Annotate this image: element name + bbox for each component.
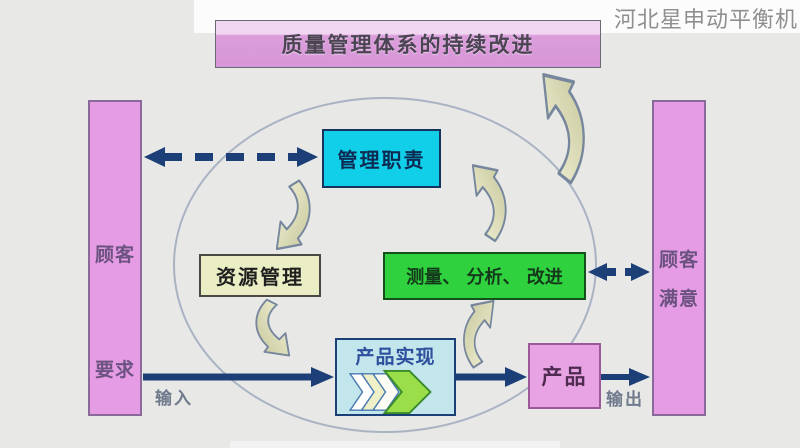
customer-satisfaction-bar: 顾客 满意 bbox=[652, 100, 706, 416]
banner-title: 质量管理体系的持续改进 bbox=[281, 33, 535, 57]
management-responsibility-box: 管理职责 bbox=[322, 129, 441, 188]
product-box: 产品 bbox=[528, 343, 601, 409]
customer-requirements-bar: 顾客 要求 bbox=[88, 100, 142, 416]
cycle-arrow-resource-to-realization-icon bbox=[252, 296, 314, 358]
input-label: 输入 bbox=[155, 389, 193, 409]
cycle-arrow-to-banner-icon bbox=[513, 70, 589, 190]
watermark-text: 河北星申动平衡机 bbox=[613, 8, 798, 33]
customer-label: 顾客 bbox=[94, 244, 135, 266]
measurement-analysis-improvement-box: 测量、 分析、 改进 bbox=[383, 252, 586, 300]
resource-management-box: 资源管理 bbox=[199, 254, 321, 297]
measurement-analysis-improvement-label: 测量、 分析、 改进 bbox=[406, 267, 563, 288]
customer-label: 顾客 bbox=[658, 249, 699, 271]
product-label: 产品 bbox=[541, 365, 588, 389]
management-responsibility-label: 管理职责 bbox=[337, 148, 426, 172]
requirements-label: 要求 bbox=[94, 359, 135, 381]
cycle-arrow-realization-to-measurement-icon bbox=[460, 298, 516, 372]
output-label: 输出 bbox=[606, 390, 644, 410]
bottom-fade-strip bbox=[230, 441, 560, 448]
dashed-arrow-measurement-customer bbox=[588, 263, 650, 281]
continuous-improvement-banner: 质量管理体系的持续改进 bbox=[215, 20, 601, 68]
chevron-flow-icon bbox=[348, 370, 432, 414]
cycle-arrow-management-to-resource-icon bbox=[252, 176, 314, 252]
product-realization-box: 产品实现 bbox=[335, 338, 456, 416]
product-realization-label: 产品实现 bbox=[355, 346, 436, 368]
cycle-arrow-measurement-to-management-icon bbox=[448, 162, 510, 246]
output-arrow bbox=[601, 368, 650, 386]
resource-management-label: 资源管理 bbox=[216, 265, 304, 289]
satisfaction-label: 满意 bbox=[658, 288, 699, 310]
